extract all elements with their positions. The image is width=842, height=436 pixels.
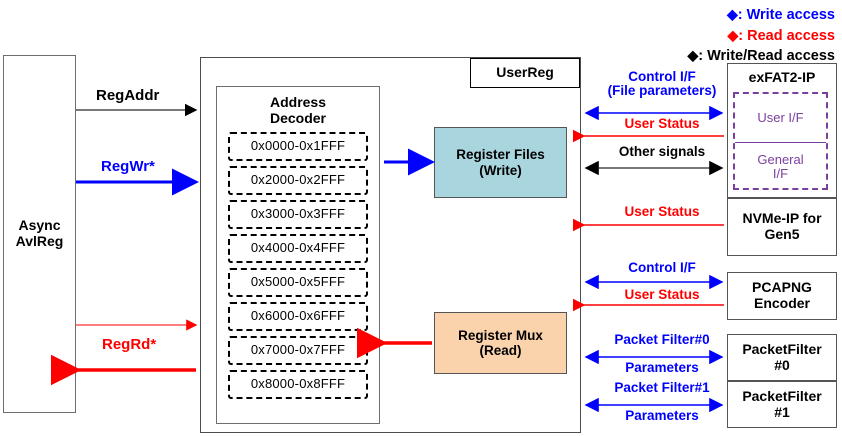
- userreg-title-tag: UserReg: [470, 58, 580, 88]
- exfat2-ip-general-if-line1: General: [757, 151, 804, 167]
- signal-label-regwr: RegWr*: [101, 158, 155, 175]
- packetfilter0-line2: #0: [774, 356, 790, 373]
- signal-label-control-if-file: Control I/F (File parameters): [592, 69, 732, 99]
- address-range-item: 0x7000-0x7FFF: [228, 336, 368, 366]
- signal-label-user-status-nvme: User Status: [624, 204, 700, 219]
- block-register-files-write: Register Files (Write): [434, 127, 567, 198]
- diamond-black-icon: ◆: [687, 47, 699, 64]
- signal-label-packetfilter1-params-line2: Parameters: [625, 408, 699, 423]
- exfat2-ip-general-if: General I/F: [735, 143, 826, 192]
- diamond-blue-icon: ◆: [726, 6, 738, 22]
- signal-label-user-status-exfat: User Status: [624, 116, 700, 131]
- legend-read-label: : Read access: [738, 27, 835, 44]
- nvme-ip-line1: NVMe-IP for: [742, 210, 822, 227]
- block-pcapng-encoder: PCAPNG Encoder: [727, 272, 837, 320]
- address-decoder-title-line1: Address: [269, 94, 327, 110]
- diamond-red-icon: ◆: [727, 26, 739, 43]
- exfat2-ip-user-if: User I/F: [735, 94, 826, 143]
- legend-item-write-read: ◆: Write/Read access: [505, 46, 835, 67]
- exfat2-ip-general-if-line2: I/F: [772, 166, 789, 182]
- userreg-title-label: UserReg: [496, 64, 554, 81]
- block-packetfilter-0: PacketFilter #0: [727, 334, 837, 381]
- address-range-item: 0x8000-0x8FFF: [228, 370, 368, 400]
- block-nvme-ip-gen5: NVMe-IP for Gen5: [727, 198, 837, 256]
- signal-label-packetfilter0-params: Packet Filter#0: [594, 332, 730, 347]
- address-range-item: 0x4000-0x4FFF: [228, 234, 368, 264]
- pf0-params-line1: Packet Filter#0: [614, 332, 710, 347]
- legend-item-read: ◆: Read access: [505, 26, 835, 47]
- signal-label-packetfilter1-params: Packet Filter#1: [594, 380, 730, 395]
- signal-label-regrd: RegRd*: [102, 336, 157, 353]
- address-decoder-title: Address Decoder: [217, 87, 379, 126]
- exfat2-ip-title: exFAT2-IP: [748, 69, 816, 85]
- async-avlreg-line2: AvlReg: [15, 233, 64, 249]
- address-range-item: 0x6000-0x6FFF: [228, 302, 368, 332]
- block-address-decoder: Address Decoder 0x0000-0x1FFF 0x2000-0x2…: [216, 86, 380, 424]
- signal-label-other-signals: Other signals: [618, 144, 706, 159]
- legend-write-read-label: : Write/Read access: [698, 48, 835, 65]
- block-register-mux-read: Register Mux (Read): [434, 312, 567, 374]
- async-avlreg-line1: Async: [18, 217, 61, 234]
- address-range-item: 0x0000-0x1FFF: [228, 132, 368, 162]
- exfat2-ip-interface-group: User I/F General I/F: [733, 91, 828, 192]
- address-range-item: 0x2000-0x2FFF: [228, 166, 368, 196]
- address-range-item: 0x3000-0x3FFF: [228, 200, 368, 230]
- legend-item-write: ◆: Write access: [505, 5, 835, 26]
- signal-label-user-status-pcapng: User Status: [624, 287, 700, 302]
- block-exfat2-ip: exFAT2-IP User I/F General I/F: [727, 63, 837, 198]
- legend-write-label: : Write access: [737, 7, 835, 23]
- control-if-file-line1: Control I/F: [628, 69, 696, 84]
- nvme-ip-line2: Gen5: [764, 226, 800, 242]
- pcapng-line2: Encoder: [753, 295, 810, 311]
- address-decoder-title-line2: Decoder: [269, 110, 327, 127]
- block-async-avlreg: Async AvlReg: [3, 55, 76, 413]
- register-mux-line1: Register Mux: [458, 327, 543, 343]
- address-range-item: 0x5000-0x5FFF: [228, 268, 368, 298]
- control-if-file-line2: (File parameters): [607, 83, 717, 99]
- pf1-params-line1: Packet Filter#1: [614, 380, 710, 395]
- signal-label-regaddr: RegAddr: [96, 87, 160, 104]
- register-files-line2: (Write): [479, 162, 522, 178]
- packetfilter1-line2: #1: [774, 403, 790, 420]
- pcapng-line1: PCAPNG: [752, 279, 812, 296]
- legend: ◆: Write access ◆: Read access ◆: Write/…: [505, 5, 835, 67]
- signal-label-packetfilter0-params-line2: Parameters: [625, 360, 699, 375]
- register-files-line1: Register Files: [456, 147, 545, 163]
- block-packetfilter-1: PacketFilter #1: [727, 381, 837, 428]
- register-mux-line2: (Read): [479, 343, 522, 358]
- packetfilter0-line1: PacketFilter: [742, 340, 822, 357]
- packetfilter1-line1: PacketFilter: [742, 387, 822, 404]
- signal-label-control-if-pcapng: Control I/F: [628, 260, 696, 275]
- address-range-list: 0x0000-0x1FFF 0x2000-0x2FFF 0x3000-0x3FF…: [217, 132, 379, 400]
